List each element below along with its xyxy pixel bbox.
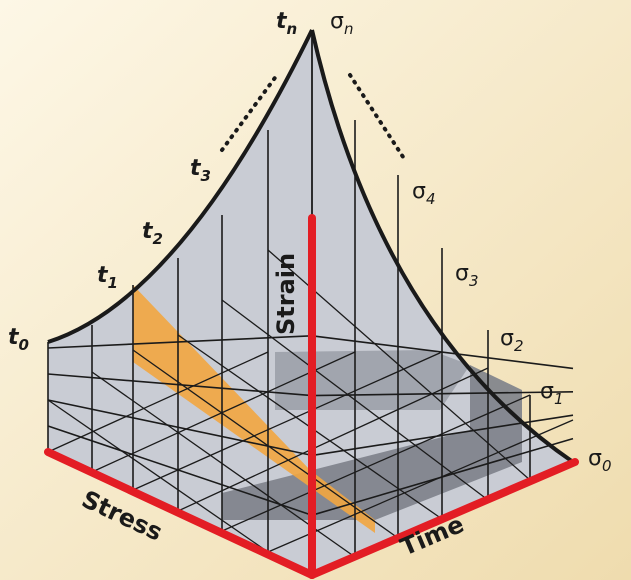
- stress-dotted-continuation: [348, 73, 407, 162]
- grid-line-diagonal: [132, 351, 443, 491]
- time-label-t1: t1: [97, 263, 118, 292]
- grid-line-diagonal: [47, 399, 269, 553]
- time-label-tn: tn: [276, 9, 297, 38]
- grid-line-stress-face-level: [311, 414, 574, 457]
- time-edge-curve: [47, 29, 314, 344]
- grid-line-diagonal: [132, 349, 399, 539]
- grid-line-stress-face-level: [311, 335, 574, 370]
- time-axis: [308, 458, 579, 579]
- stress-axis: [44, 448, 316, 579]
- stress-label-sigman: σn: [330, 9, 353, 38]
- stress-label-sigma4: σ4: [412, 179, 436, 208]
- grid-line-diagonal: [177, 367, 489, 512]
- grid-line-stress-face-level: [311, 391, 574, 397]
- grid-line-time-face-level: [47, 335, 313, 349]
- time-label-t2: t2: [142, 219, 163, 248]
- grid-line-time-face-level: [47, 425, 313, 516]
- time-label-t0: t0: [8, 325, 29, 354]
- highlight-plane: [133, 285, 375, 533]
- stress-edge-curve: [310, 29, 575, 464]
- stress-label-sigma1: σ1: [540, 379, 564, 408]
- grid-line-diagonal: [221, 394, 531, 532]
- stress-label-sigma0: σ0: [588, 446, 612, 475]
- time-dotted-continuation: [220, 73, 279, 152]
- grid-line-diagonal: [267, 419, 574, 553]
- grid-line-diagonal: [47, 351, 269, 453]
- stress-label-sigma2: σ2: [500, 326, 524, 355]
- strain-axis-label: Strain: [272, 253, 300, 335]
- grid-line-diagonal: [221, 299, 489, 501]
- stress-label-sigma3: σ3: [455, 261, 479, 290]
- floor-shadow-right: [222, 365, 522, 520]
- time-label-t3: t3: [190, 156, 211, 185]
